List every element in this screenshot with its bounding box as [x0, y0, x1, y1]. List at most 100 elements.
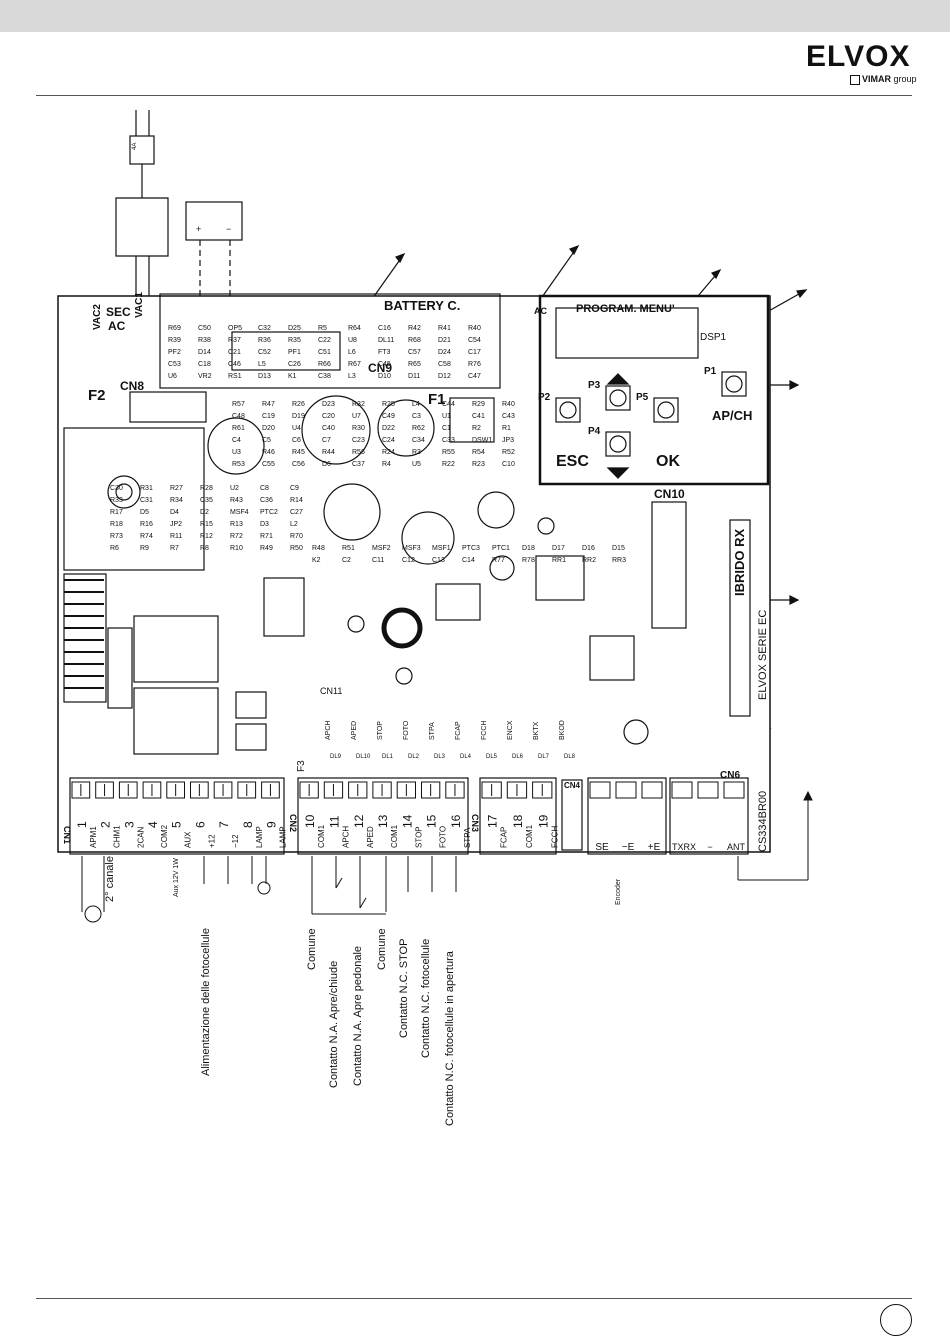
component-label-c27: C27: [290, 509, 303, 516]
battery-plus-label: +: [196, 224, 201, 234]
component-label-d12: D12: [438, 373, 451, 380]
component-label-r66: R66: [318, 361, 331, 368]
component-label-r56: R56: [352, 449, 365, 456]
display-label: DSP1: [700, 332, 727, 343]
component-label-r49: R49: [260, 545, 273, 552]
component-label-k2: K2: [312, 557, 321, 564]
cn2-terminal-num-12: 12: [352, 814, 366, 828]
sec-label: SEC: [106, 305, 131, 319]
ac-label: AC: [108, 319, 126, 333]
component-label-pf1: PF1: [288, 349, 301, 356]
component-label-c19: C19: [262, 413, 275, 420]
cn10-label: CN11: [320, 686, 342, 696]
cn3-label: CN3: [470, 814, 480, 832]
component-label-k1: K1: [288, 373, 297, 380]
component-label-c18: C18: [198, 361, 211, 368]
component-label-r37: R37: [228, 337, 241, 344]
header-rule: [36, 95, 912, 96]
cn1-terminal-name-4: COM2: [160, 824, 169, 848]
cn3-terminal-name-18: COM1: [525, 824, 534, 848]
button-housing-p5: [653, 397, 679, 423]
component-label-c32: C32: [258, 325, 271, 332]
component-label-r2: R2: [472, 425, 481, 432]
button-housing-p4: [605, 431, 631, 457]
component-label-d14: D14: [198, 349, 211, 356]
component-label-c12: C12: [402, 557, 415, 564]
vac1-label: VAC1: [134, 292, 145, 318]
component-label-c46: C46: [228, 361, 241, 368]
component-label-c44: C44: [442, 401, 455, 408]
led-ref-dl5: DL5: [486, 754, 498, 760]
button-p5-icon: [657, 401, 675, 419]
cn2-terminal-num-15: 15: [425, 814, 439, 828]
antenna-screw-2: [723, 781, 745, 799]
component-label-l6: L6: [348, 349, 356, 356]
cn1-terminal-name-3: 2CAN: [136, 826, 145, 848]
component-label-r38: R38: [198, 337, 211, 344]
component-label-c4: C4: [232, 437, 241, 444]
component-label-c3: C3: [412, 413, 421, 420]
led-ref-dl4: DL4: [460, 754, 472, 760]
component-label-c56: C56: [292, 461, 305, 468]
component-label-r52: R52: [502, 449, 515, 456]
component-label-jp3: JP3: [502, 437, 514, 444]
component-label-u8: U8: [348, 337, 357, 344]
component-label-d2: D2: [200, 509, 209, 516]
component-label-r14: R14: [290, 497, 303, 504]
cn2-screw-15: [421, 781, 441, 799]
component-label-r40: R40: [468, 325, 481, 332]
component-label-c9: C9: [290, 485, 299, 492]
component-label-d15: D15: [612, 545, 625, 552]
wiring-label-7: Contatto N.C. STOP: [398, 938, 410, 1038]
encoder-terminal-2: +E: [648, 842, 661, 853]
cn7-label: CN8: [120, 379, 144, 393]
component-label-d25: D25: [288, 325, 301, 332]
component-label-c2: C2: [342, 557, 351, 564]
component-label-r67: R67: [348, 361, 361, 368]
cn2-terminal-name-10: COM1: [317, 824, 326, 848]
antenna-terminal-2: ANT: [727, 842, 746, 852]
cn1-screw-8: [237, 781, 257, 799]
cn1-screw-3: [118, 781, 138, 799]
led-label-bktx: BKTX: [533, 721, 540, 740]
cn1-label: CN1: [62, 826, 72, 844]
component-label-d10: D10: [378, 373, 391, 380]
component-label-r77: R77: [492, 557, 505, 564]
cn2-terminal-num-13: 13: [376, 814, 390, 828]
cn2-screw-11: [323, 781, 344, 799]
component-label-r44: R44: [322, 449, 335, 456]
wiring-label-8: Contatto N.C. fotocellule: [420, 938, 432, 1058]
component-label-c20: C20: [322, 413, 335, 420]
led-label-apch: APCH: [325, 721, 332, 740]
component-label-r47: R47: [262, 401, 275, 408]
cn2-terminal-name-14: STOP: [414, 826, 423, 848]
component-label-c17: C17: [468, 349, 481, 356]
button-label-p3: P3: [588, 380, 601, 391]
component-label-r28: R28: [200, 485, 213, 492]
component-label-r22: R22: [442, 461, 455, 468]
component-label-r73: R73: [110, 533, 123, 540]
component-label-r7: R7: [170, 545, 179, 552]
encoder-screw-2: [641, 781, 663, 799]
led-label-stop: STOP: [377, 721, 384, 740]
cn1-screw-6: [190, 781, 209, 799]
component-label-vr2: VR2: [198, 373, 212, 380]
component-label-r31: R31: [140, 485, 153, 492]
button-housing-p2: [555, 397, 581, 423]
arrow-up-icon: [606, 373, 630, 385]
board-model-label: CS334BR00: [757, 791, 769, 852]
component-label-r40: R40: [502, 401, 515, 408]
cn2-screw-10: [299, 781, 319, 799]
component-label-r9: R9: [140, 545, 149, 552]
component-label-c40: C40: [322, 425, 335, 432]
component-label-r76: R76: [468, 361, 481, 368]
led-ref-dl9: DL9: [330, 754, 342, 760]
vac2-label: VAC2: [92, 304, 103, 330]
cn2-screw-13: [372, 781, 392, 799]
component-label-c49: C49: [382, 413, 395, 420]
component-label-rs1: RS1: [228, 373, 242, 380]
cn1-terminal-num-2: 2: [99, 821, 113, 828]
component-label-c54: C54: [468, 337, 481, 344]
component-label-r48: R48: [312, 545, 325, 552]
group-label: group: [893, 74, 917, 84]
